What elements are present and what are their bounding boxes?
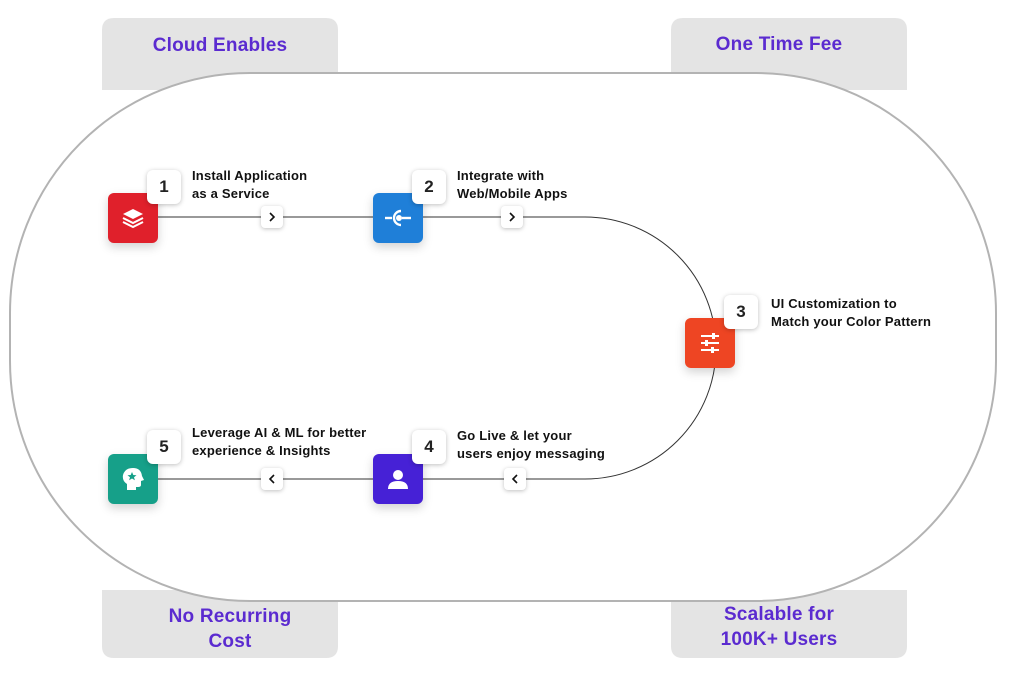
plug-icon [385, 209, 411, 227]
step-3-label: UI Customization to Match your Color Pat… [771, 295, 931, 331]
track-outline [9, 72, 997, 602]
step-4-label: Go Live & let your users enjoy messaging [457, 427, 605, 463]
step-3-number: 3 [724, 295, 758, 329]
corner-tab-bottom-right [671, 590, 907, 658]
step-4-label-line2: users enjoy messaging [457, 446, 605, 461]
step-3-label-line2: Match your Color Pattern [771, 314, 932, 329]
corner-label-bottom-left: No Recurring Cost [102, 604, 358, 654]
step-2-label-line1: Integrate with [457, 168, 545, 183]
step-3-label-line1: UI Customization to [771, 296, 897, 311]
chevron-right-icon [501, 206, 523, 228]
step-1-label-line1: Install Application [192, 168, 308, 183]
step-5-number: 5 [147, 430, 181, 464]
step-2-label: Integrate with Web/Mobile Apps [457, 167, 568, 203]
chevron-left-icon [261, 468, 283, 490]
corner-label-top-right: One Time Fee [715, 34, 843, 55]
corner-label-bottom-right-line1: Scalable for [723, 604, 835, 625]
step-1-label-line2: as a Service [192, 186, 270, 201]
step-2-tile [373, 193, 423, 243]
corner-label-bottom-right-line2: 100K+ Users [720, 629, 838, 650]
corner-tab-bottom-left [102, 590, 338, 658]
step-1-number: 1 [147, 170, 181, 204]
corner-label-top-left: Cloud Enables [152, 35, 288, 56]
step-5-label-line1: Leverage AI & ML for better [192, 425, 367, 440]
layers-icon [122, 209, 144, 229]
step-5-label: Leverage AI & ML for better experience &… [192, 424, 366, 460]
chevron-right-icon [261, 206, 283, 228]
sliders-icon [701, 333, 719, 353]
user-icon [388, 470, 408, 489]
step-2-number: 2 [412, 170, 446, 204]
step-4-number: 4 [412, 430, 446, 464]
corner-label-bottom-left-line2: Cost [208, 631, 252, 652]
step-1-label: Install Application as a Service [192, 167, 307, 203]
corner-label-bottom-left-line1: No Recurring [168, 606, 292, 627]
step-2-label-line2: Web/Mobile Apps [457, 186, 568, 201]
corner-label-bottom-right: Scalable for 100K+ Users [671, 602, 887, 652]
step-5-label-line2: experience & Insights [192, 443, 331, 458]
ai-head-icon [122, 468, 144, 490]
step-4-label-line1: Go Live & let your [457, 428, 572, 443]
chevron-left-icon [504, 468, 526, 490]
